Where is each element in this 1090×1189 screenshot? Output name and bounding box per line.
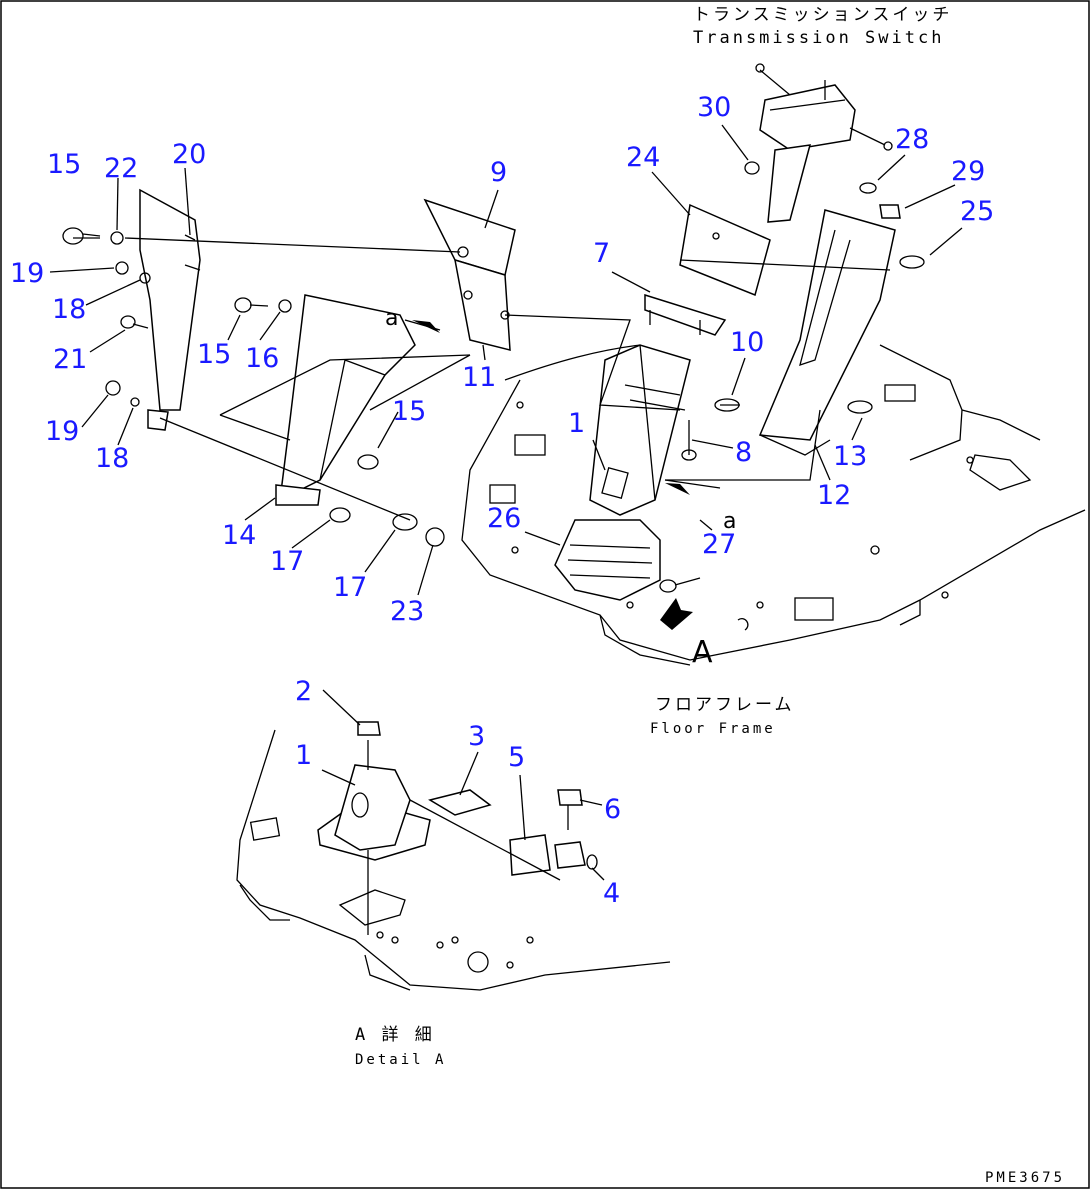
callout-28: 28 — [895, 124, 929, 155]
callout-2: 2 — [295, 676, 312, 707]
transmission-switch-caption-ja: トランスミッションスイッチ — [693, 5, 952, 25]
callout-18b: 18 — [95, 443, 129, 474]
callout-19b: 19 — [45, 416, 79, 447]
floor-frame-caption-ja: フロアフレーム — [655, 695, 795, 715]
callout-20: 20 — [172, 139, 206, 170]
drawing-code: PME3675 — [985, 1170, 1065, 1186]
callout-16: 16 — [245, 343, 279, 374]
callout-25: 25 — [960, 196, 994, 227]
callout-1b: 1 — [295, 740, 312, 771]
callout-10: 10 — [730, 327, 764, 358]
callout-24: 24 — [626, 142, 660, 173]
callout-29: 29 — [951, 156, 985, 187]
callout-17: 17 — [270, 546, 304, 577]
callout-27: 27 — [702, 529, 736, 560]
callout-15b: 15 — [197, 339, 231, 370]
callout-8: 8 — [735, 437, 752, 468]
transmission-switch — [744, 63, 901, 223]
callout-5: 5 — [508, 742, 525, 773]
callout-23: 23 — [390, 596, 424, 627]
side-panel-12 — [681, 209, 925, 461]
transmission-switch-caption-en: Transmission Switch — [693, 28, 944, 48]
cover-24 — [679, 203, 771, 297]
callout-15: 15 — [47, 149, 81, 180]
callout-17b: 17 — [333, 572, 367, 603]
ref-arrow-icon — [412, 320, 440, 333]
callout-11: 11 — [462, 362, 496, 393]
bracket-detail — [317, 721, 598, 935]
callout-22: 22 — [104, 153, 138, 184]
connection-lines — [124, 237, 891, 593]
column-cover-14 — [234, 294, 445, 547]
detail-a-caption-en: Detail A — [355, 1052, 446, 1068]
callout-12: 12 — [817, 480, 851, 511]
callout-3: 3 — [468, 721, 485, 752]
callout-19: 19 — [10, 258, 44, 289]
view-ref-a-1: a — [385, 306, 398, 331]
detail-a-caption-ja: A 詳 細 — [355, 1025, 435, 1045]
callout-labels: 15 22 20 19 18 21 19 18 9 15 16 11 15 14… — [10, 92, 994, 909]
callout-4: 4 — [603, 878, 620, 909]
callout-14: 14 — [222, 520, 256, 551]
floor-frame-caption-en: Floor Frame — [650, 721, 776, 737]
callout-13: 13 — [833, 441, 867, 472]
callout-9: 9 — [490, 157, 507, 188]
callout-7: 7 — [593, 238, 610, 269]
callout-6: 6 — [604, 794, 621, 825]
bracket-20 — [62, 188, 201, 431]
callout-leaders — [49, 124, 963, 881]
callout-1: 1 — [568, 408, 585, 439]
callout-30: 30 — [697, 92, 731, 123]
view-arrow-icon — [660, 598, 693, 630]
view-marker-a: A — [692, 635, 713, 670]
view-ref-a-2: a — [723, 509, 736, 534]
detail-a-floor — [236, 729, 671, 991]
callout-21: 21 — [53, 344, 87, 375]
console-column — [554, 293, 727, 601]
callout-15c: 15 — [392, 396, 426, 427]
ref-arrow-icon-2 — [665, 483, 690, 495]
callout-26: 26 — [487, 503, 521, 534]
cover-9 — [423, 198, 516, 351]
callout-18: 18 — [52, 294, 86, 325]
floor-frame — [461, 344, 1086, 666]
